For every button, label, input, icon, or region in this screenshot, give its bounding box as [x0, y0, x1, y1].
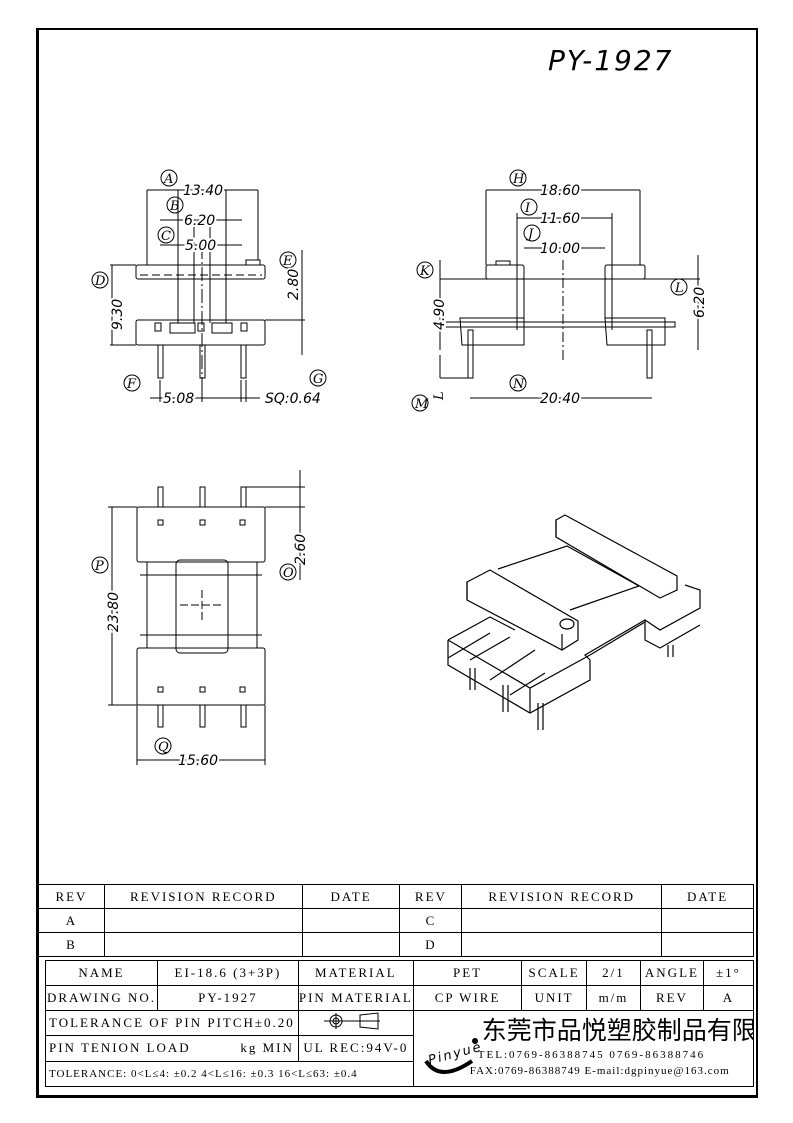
drawing-title: PY-1927	[548, 44, 674, 77]
rev-label: REV	[640, 985, 704, 1011]
dim-h: 18.60	[540, 183, 580, 199]
dim-l: 6.20	[692, 287, 708, 318]
date-cell	[661, 932, 754, 957]
pin-material-label: PIN MATERIAL	[297, 985, 414, 1011]
rev-header: REV	[399, 884, 463, 909]
dim-e: 2.80	[286, 269, 302, 300]
record-cell	[103, 908, 303, 933]
pin-tension-row: PIN TENION LOAD kg MIN	[45, 1035, 299, 1062]
date-header: DATE	[301, 884, 401, 909]
callout-a-label: A	[163, 172, 173, 187]
dim-k: 4.90	[432, 299, 448, 330]
scale-label: SCALE	[521, 960, 587, 986]
callout-h: H	[512, 172, 525, 187]
pin-material-value: CP WIRE	[412, 985, 523, 1011]
dim-j: 10.00	[540, 241, 580, 257]
projection-symbol	[297, 1009, 414, 1037]
pin-tension-label: PIN TENION LOAD	[49, 1040, 191, 1056]
angle-value: ±1°	[702, 960, 755, 986]
drawing-no-value: PY-1927	[156, 985, 299, 1011]
rev-header: REV	[38, 884, 105, 909]
dim-q: 15.60	[178, 753, 218, 769]
revision-table: REV REVISION RECORD DATE REV REVISION RE…	[38, 884, 754, 957]
date-cell	[661, 908, 754, 933]
name-value: EI-18.6 (3+3P)	[156, 960, 299, 986]
table-row: A C	[38, 908, 754, 933]
callout-i: I	[524, 201, 531, 216]
callout-c: C	[161, 229, 171, 244]
date-cell	[301, 932, 401, 957]
callout-o: O	[283, 566, 294, 581]
rev-cell: A	[38, 908, 105, 933]
date-header: DATE	[661, 884, 754, 909]
pinyue-logo: Pinyue	[424, 1038, 482, 1074]
sheet-border	[36, 28, 758, 1098]
callout-n: N	[512, 377, 525, 392]
callout-b: B	[169, 199, 180, 214]
angle-label: ANGLE	[640, 960, 704, 986]
company-info: Pinyue 东莞市品悦塑胶制品有限公司 TEL:0769-86388745 0…	[414, 1012, 754, 1086]
callout-f: F	[126, 377, 137, 392]
rev-cell: C	[399, 908, 463, 933]
material-label: MATERIAL	[297, 960, 414, 986]
side-view	[439, 189, 700, 399]
revision-header-row: REV REVISION RECORD DATE REV REVISION RE…	[38, 884, 754, 909]
callout-j: J	[525, 227, 534, 242]
unit-label: UNIT	[521, 985, 587, 1011]
dim-n: 20.40	[540, 391, 580, 407]
callout-l: L	[674, 281, 684, 296]
callout-a	[160, 169, 178, 187]
name-label: NAME	[45, 960, 158, 986]
dim-b: 6.20	[184, 213, 215, 229]
company-name: 东莞市品悦塑胶制品有限公司	[481, 1016, 754, 1045]
dim-o: 2.60	[293, 534, 309, 565]
record-cell	[103, 932, 303, 957]
dim-i: 11.60	[540, 211, 580, 227]
drawing-no-label: DRAWING NO.	[45, 985, 158, 1011]
revision-record-header: REVISION RECORD	[103, 884, 303, 909]
dim-a: 13.40	[183, 183, 223, 199]
rev-value: A	[702, 985, 755, 1011]
ul-rating: UL REC:94V-0	[297, 1035, 414, 1062]
dim-g: SQ:0.64	[265, 391, 321, 407]
pin-pitch-tolerance: TOLERANCE OF PIN PITCH±0.20	[45, 1009, 299, 1037]
top-view	[108, 470, 305, 765]
title-block: NAME EI-18.6 (3+3P) MATERIAL PET SCALE 2…	[45, 960, 755, 1088]
telephone: TEL:0769-86388745 0769-86388746	[477, 1049, 706, 1061]
dim-f: 5.08	[163, 391, 194, 407]
table-row: B D	[38, 932, 754, 957]
callout-p: P	[94, 559, 104, 574]
technical-drawing: PY-1927 A 13.40 B 6.20 C 5.00 D	[91, 44, 710, 771]
unit-value: m/m	[585, 985, 642, 1011]
material-value: PET	[412, 960, 523, 986]
callout-d: D	[94, 274, 106, 289]
rev-cell: D	[399, 932, 463, 957]
date-cell	[301, 908, 401, 933]
isometric-view	[447, 514, 701, 730]
record-cell	[461, 908, 663, 933]
general-tolerance: TOLERANCE: 0<L≤4: ±0.2 4<L≤16: ±0.3 16<L…	[45, 1060, 414, 1088]
scale-value: 2/1	[585, 960, 642, 986]
callout-g: G	[313, 372, 323, 387]
fax-email: FAX:0769-86388749 E-mail:dgpinyue@163.co…	[469, 1065, 730, 1077]
callout-q: Q	[158, 740, 169, 755]
revision-record-header: REVISION RECORD	[461, 884, 663, 909]
rev-cell: B	[38, 932, 105, 957]
callout-k: K	[419, 264, 431, 279]
dim-m: L	[432, 391, 447, 401]
dim-c: 5.00	[185, 238, 216, 254]
dim-p: 23.80	[106, 592, 122, 632]
third-angle-projection-icon	[323, 1012, 380, 1030]
pin-tension-unit: kg MIN	[240, 1040, 294, 1056]
dim-d: 9.30	[110, 299, 126, 330]
record-cell	[461, 932, 663, 957]
callout-e: E	[282, 254, 293, 269]
callout-m: M	[414, 397, 429, 412]
